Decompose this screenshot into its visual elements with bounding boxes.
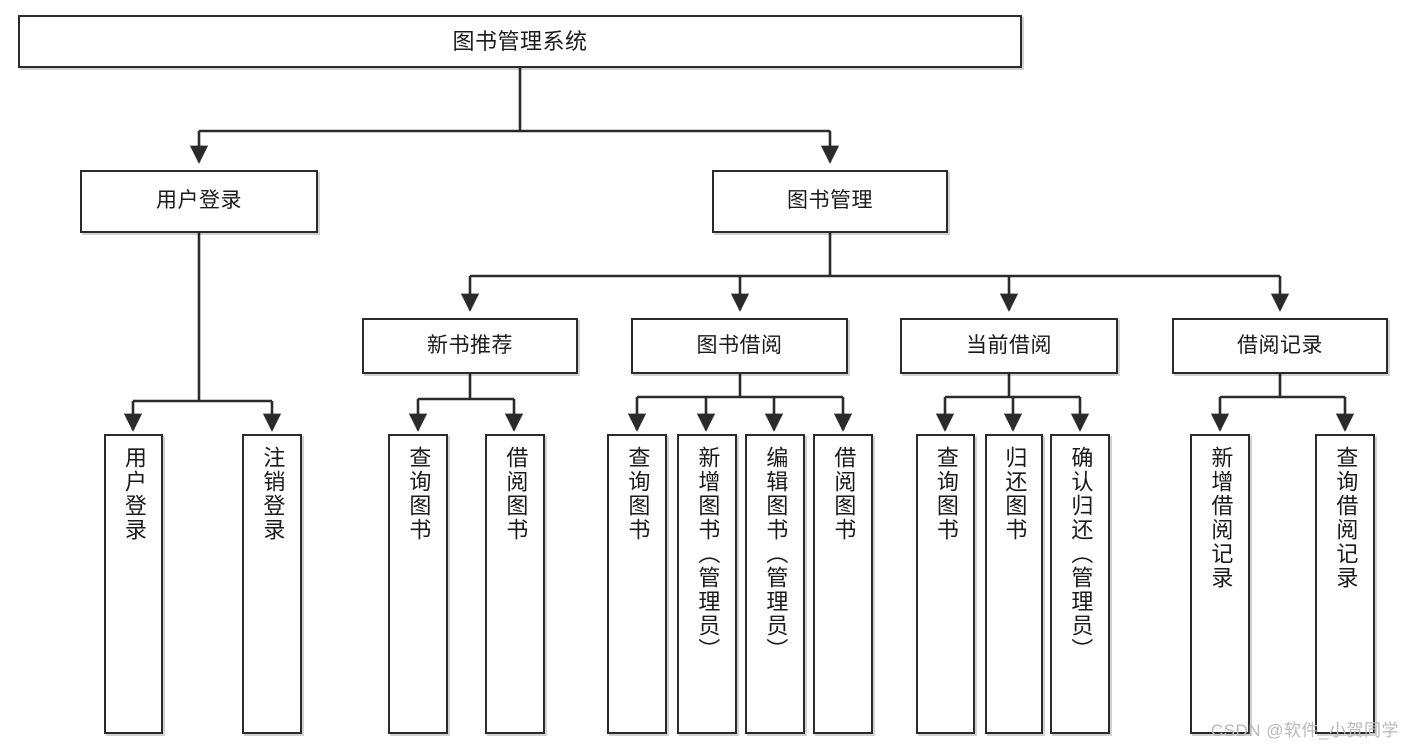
node-label: 借阅图书 bbox=[831, 446, 857, 542]
node-new-book-recommend[interactable]: 新书推荐 bbox=[362, 318, 578, 374]
node-label: 用户登录 bbox=[156, 189, 242, 213]
node-book-management[interactable]: 图书管理 bbox=[712, 170, 948, 233]
csdn-watermark: CSDN @软件_小贺同学 bbox=[1210, 721, 1399, 740]
leaf-borrow-book-1[interactable]: 借阅图书 bbox=[485, 434, 545, 734]
leaf-query-book-3[interactable]: 查询图书 bbox=[916, 434, 975, 734]
node-label: 归还图书 bbox=[1002, 446, 1028, 542]
leaf-query-book-2[interactable]: 查询图书 bbox=[607, 434, 667, 734]
node-label: 新增借阅记录 bbox=[1208, 446, 1234, 590]
node-label: 借阅图书 bbox=[503, 446, 529, 542]
leaf-confirm-return[interactable]: 确认归还（管理员） bbox=[1050, 434, 1110, 734]
leaf-query-book-1[interactable]: 查询图书 bbox=[388, 434, 448, 734]
leaf-user-login[interactable]: 用户登录 bbox=[104, 434, 163, 734]
node-label: 注销登录 bbox=[260, 446, 286, 542]
leaf-return-book[interactable]: 归还图书 bbox=[985, 434, 1043, 734]
leaf-edit-book[interactable]: 编辑图书（管理员） bbox=[745, 434, 805, 734]
leaf-borrow-book-2[interactable]: 借阅图书 bbox=[813, 434, 873, 734]
node-label: 查询图书 bbox=[625, 446, 651, 542]
node-current-borrow[interactable]: 当前借阅 bbox=[900, 318, 1118, 374]
leaf-add-record[interactable]: 新增借阅记录 bbox=[1190, 434, 1250, 734]
node-label: 编辑图书（管理员） bbox=[763, 446, 789, 662]
node-user-login[interactable]: 用户登录 bbox=[80, 170, 318, 233]
node-label: 查询图书 bbox=[933, 446, 959, 542]
node-label: 当前借阅 bbox=[966, 333, 1052, 357]
node-label: 查询图书 bbox=[406, 446, 432, 542]
node-label: 用户登录 bbox=[121, 446, 147, 542]
leaf-add-book[interactable]: 新增图书（管理员） bbox=[677, 434, 737, 734]
node-root-book-management-system[interactable]: 图书管理系统 bbox=[18, 15, 1022, 68]
node-label: 确认归还（管理员） bbox=[1068, 446, 1094, 662]
node-label: 查询借阅记录 bbox=[1333, 446, 1359, 590]
leaf-logout-login[interactable]: 注销登录 bbox=[242, 434, 302, 734]
node-label: 图书借阅 bbox=[696, 333, 783, 357]
node-book-borrow[interactable]: 图书借阅 bbox=[631, 318, 848, 374]
node-label: 图书管理系统 bbox=[452, 28, 588, 54]
node-borrow-record[interactable]: 借阅记录 bbox=[1172, 318, 1388, 374]
node-label: 新增图书（管理员） bbox=[695, 446, 721, 662]
node-label: 新书推荐 bbox=[427, 333, 513, 357]
node-label: 借阅记录 bbox=[1237, 333, 1323, 357]
leaf-query-record[interactable]: 查询借阅记录 bbox=[1315, 434, 1375, 734]
node-label: 图书管理 bbox=[787, 189, 873, 213]
